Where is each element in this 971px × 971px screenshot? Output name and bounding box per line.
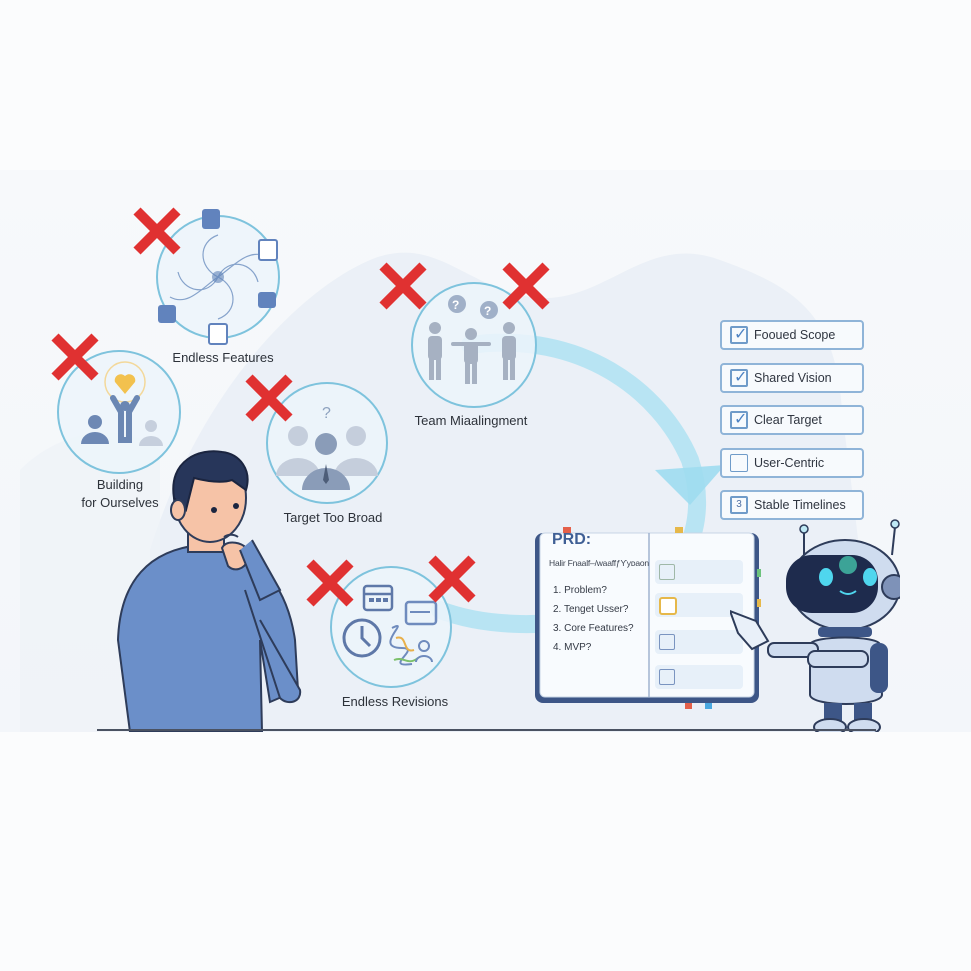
prd-question-3: 3. Core Features? [553, 623, 634, 634]
checkbox-checked-icon: ✓ [730, 411, 748, 429]
x-mark-icon [428, 555, 476, 603]
robot-illustration [730, 519, 900, 732]
search-icon [158, 305, 176, 323]
endless-revisions-circle [330, 566, 452, 688]
prd-card-row [655, 593, 743, 617]
prd-question-2: 2. Tenget Usser? [553, 604, 629, 615]
number-box-icon: 3 [730, 496, 748, 514]
id-card-icon [208, 323, 228, 345]
prd-card-row [655, 560, 743, 584]
prd-card-row [655, 630, 743, 654]
prd-subtitle: Halir Fnaalf–/waaffƒƳуᴅaon [549, 558, 649, 568]
user-card-icon [202, 209, 220, 229]
chart-box-icon [730, 454, 748, 472]
checklist-label: Fooued Scope [754, 328, 836, 342]
x-mark-icon [51, 333, 99, 381]
prd-question-1: 1. Problem? [553, 585, 607, 596]
x-mark-icon [306, 559, 354, 607]
svg-text:?: ? [322, 405, 331, 422]
checklist-label: Stable Timelines [754, 498, 846, 512]
endless-features-circle [156, 209, 280, 345]
checklist-item-focused-scope: ✓ Fooued Scope [720, 320, 864, 350]
edit-icon [659, 634, 675, 650]
list-icon [659, 669, 675, 685]
svg-text:?: ? [484, 304, 491, 318]
x-mark-icon [379, 262, 427, 310]
badge-icon [258, 239, 278, 261]
checklist-item-stable-timelines: 3 Stable Timelines [720, 490, 864, 520]
calendar-clock-tangle-icon [342, 584, 438, 666]
checklist-item-user-centric: User-Centric [720, 448, 864, 478]
target-icon [659, 597, 677, 615]
x-mark-icon [245, 374, 293, 422]
document-icon [258, 292, 276, 308]
person-with-heart-icon [81, 361, 163, 446]
prd-title: PRD: [552, 531, 592, 548]
checklist-label: Shared Vision [754, 371, 832, 385]
building-for-ourselves-label-line1: Building [96, 477, 144, 492]
x-mark-icon [133, 207, 181, 255]
checklist-item-clear-target: ✓ Clear Target [720, 405, 864, 435]
building-for-ourselves-circle [57, 350, 181, 474]
x-mark-icon [502, 262, 550, 310]
endless-features-label: Endless Features [172, 350, 274, 365]
image-icon [659, 564, 675, 580]
target-too-broad-circle: ? [266, 382, 388, 504]
prd-question-4: 4. MVP? [553, 642, 592, 653]
checklist-label: User-Centric [754, 456, 825, 470]
prd-card-row [655, 665, 743, 689]
target-too-broad-label: Target Too Broad [283, 510, 383, 525]
checkbox-checked-icon: ✓ [730, 369, 748, 387]
building-for-ourselves-label-line2: for Ourselves [81, 495, 159, 510]
team-question-icon: ? ? [428, 295, 516, 384]
team-misalignment-label: Team Miaalingment [414, 413, 528, 428]
checkbox-checked-icon: ✓ [730, 326, 748, 344]
checklist-label: Clear Target [754, 413, 822, 427]
svg-text:?: ? [452, 298, 459, 312]
thinking-person-illustration [116, 450, 302, 732]
endless-revisions-label: Endless Revisions [341, 694, 449, 709]
crowd-question-icon: ? [276, 405, 378, 490]
checklist-item-shared-vision: ✓ Shared Vision [720, 363, 864, 393]
ground-line [97, 729, 876, 731]
